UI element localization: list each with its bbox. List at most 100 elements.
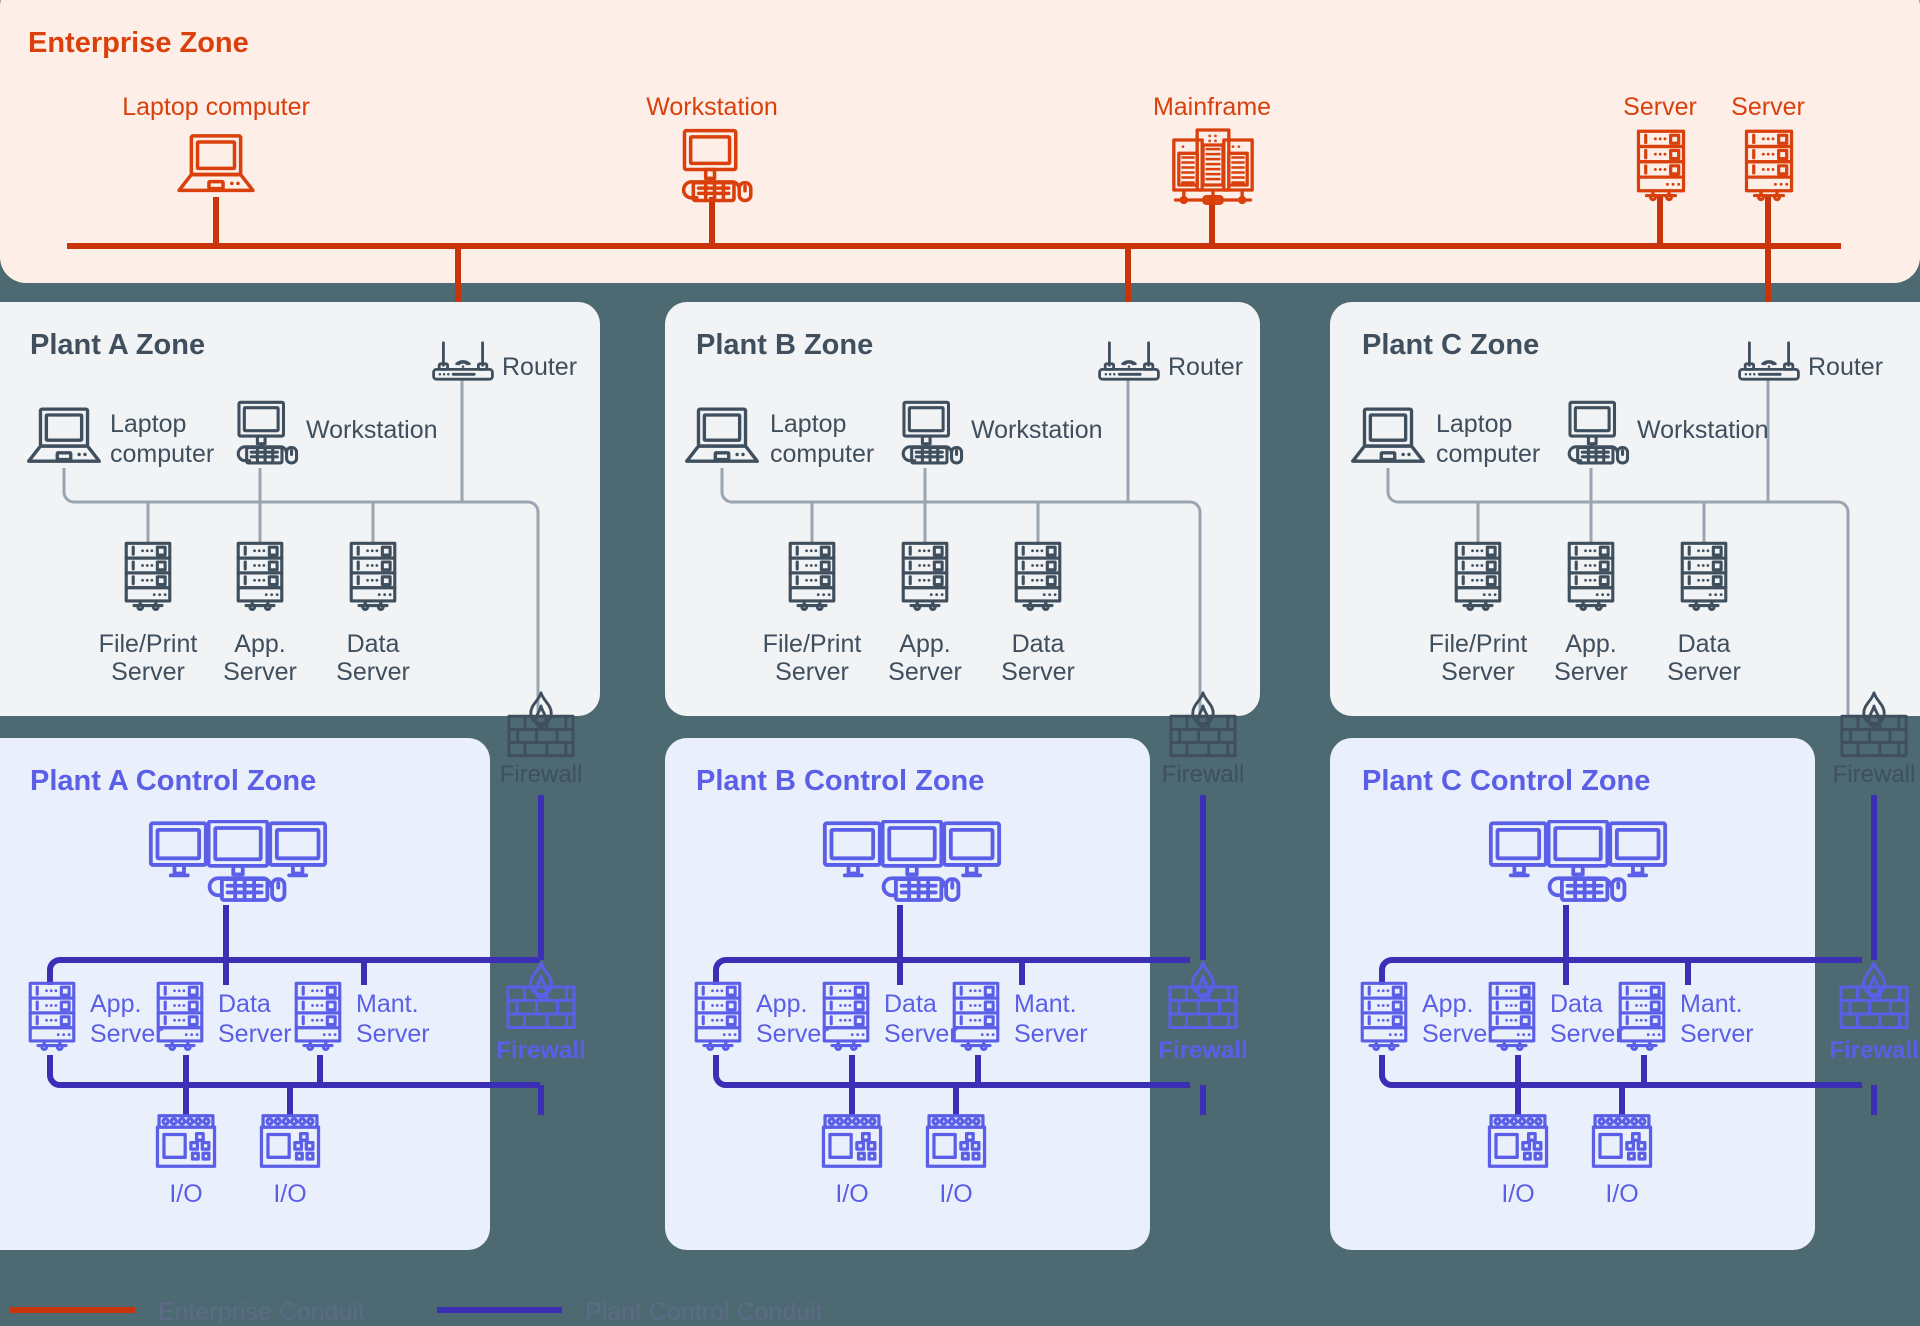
plant-c-ctrl-server3-label-1: Mant. bbox=[1680, 990, 1743, 1018]
plant-b-laptop[interactable]: Laptop computer bbox=[684, 407, 874, 468]
plant-b-ctrl-server-data[interactable]: Data Server bbox=[822, 981, 958, 1052]
plant-c-server2-label-2: Server bbox=[1554, 658, 1628, 686]
plant-a-ctrl-server2-label-1: Data bbox=[218, 990, 271, 1018]
plant-a-io1-label: I/O bbox=[169, 1180, 202, 1208]
plant-b-control-firewall[interactable]: Firewall bbox=[1158, 961, 1248, 1064]
plant-a-control-firewall[interactable]: Firewall bbox=[496, 961, 586, 1064]
enterprise-node-laptop[interactable]: Laptop computer bbox=[122, 93, 310, 193]
plant-c-ctrl-server-data[interactable]: Data Server bbox=[1488, 981, 1624, 1052]
plant-b-workstation[interactable]: Workstation bbox=[901, 400, 1103, 465]
plant-c-server2-label-1: App. bbox=[1565, 630, 1616, 658]
plant-b-server3-label-2: Server bbox=[1001, 658, 1075, 686]
plant-b-control-lower-bus bbox=[713, 1055, 1190, 1115]
legend-label-enterprise: Enterprise Conduit bbox=[158, 1298, 365, 1326]
plant-b-server1-label-1: File/Print bbox=[763, 630, 862, 658]
plant-c-router[interactable]: Router bbox=[1738, 341, 1883, 381]
plant-a-io-1[interactable]: I/O bbox=[155, 1114, 217, 1208]
plant-b-laptop-label-2: computer bbox=[770, 440, 874, 468]
plant-c-ctrl-server-app[interactable]: App. Server bbox=[1360, 981, 1496, 1052]
plant-a-ctrl-server-data[interactable]: Data Server bbox=[156, 981, 292, 1052]
plant-c-control-firewall[interactable]: Firewall bbox=[1829, 961, 1919, 1064]
plant-c-firewall[interactable]: Firewall bbox=[1833, 691, 1916, 788]
plant-a-server2-label-1: App. bbox=[234, 630, 285, 658]
plant-a-control-lower-bus bbox=[47, 1055, 540, 1115]
plant-a-firewall[interactable]: Firewall bbox=[500, 691, 583, 788]
plant-a-server3-label-2: Server bbox=[336, 658, 410, 686]
plant-c-server3-label-1: Data bbox=[1678, 630, 1731, 658]
plant-a-server-data[interactable]: Data Server bbox=[336, 541, 410, 686]
enterprise-node-server-1[interactable]: Server bbox=[1623, 93, 1697, 202]
enterprise-zone-panel: Enterprise Zone Laptop computer Workstat… bbox=[0, 0, 1920, 323]
plant-a-server-fileprint[interactable]: File/Print Server bbox=[99, 541, 198, 686]
plant-a-router[interactable]: Router bbox=[432, 341, 577, 381]
plant-c-ctrl-server2-label-1: Data bbox=[1550, 990, 1603, 1018]
control-conduit-verticals bbox=[538, 795, 1877, 1115]
plant-c-control-upper-bus bbox=[1379, 905, 1862, 985]
plant-b-control-zone-panel: Plant B Control Zone App. Server Data Se… bbox=[665, 738, 1190, 1250]
plant-c-server-data[interactable]: Data Server bbox=[1667, 541, 1741, 686]
plant-c-laptop-label-2: computer bbox=[1436, 440, 1540, 468]
plant-b-workstation-label: Workstation bbox=[971, 416, 1103, 444]
enterprise-node-mainframe[interactable]: Mainframe bbox=[1153, 93, 1271, 205]
plant-c-internal-bus bbox=[1386, 380, 1850, 716]
plant-a-laptop[interactable]: Laptop computer bbox=[26, 407, 214, 468]
plant-a-ctrl-server-mant[interactable]: Mant. Server bbox=[294, 981, 430, 1052]
plant-b-laptop-label-1: Laptop bbox=[770, 410, 846, 438]
plant-c-ctrl-server-mant[interactable]: Mant. Server bbox=[1618, 981, 1754, 1052]
plant-a-laptop-label-2: computer bbox=[110, 440, 214, 468]
plant-b-router-label: Router bbox=[1168, 353, 1243, 381]
plant-c-server-fileprint[interactable]: File/Print Server bbox=[1429, 541, 1528, 686]
plant-b-io2-label: I/O bbox=[939, 1180, 972, 1208]
plant-b-ctrl-server1-label-1: App. bbox=[756, 990, 807, 1018]
firewall-icon bbox=[506, 961, 576, 1029]
plant-a-ctrl-server-app[interactable]: App. Server bbox=[28, 981, 164, 1052]
plant-c-server-app[interactable]: App. Server bbox=[1554, 541, 1628, 686]
plant-a-control-zone-panel: Plant A Control Zone App. Server Data Se… bbox=[0, 738, 540, 1250]
plant-b-ctrl-server-mant[interactable]: Mant. Server bbox=[952, 981, 1088, 1052]
plant-b-ctrl-server3-label-1: Mant. bbox=[1014, 990, 1077, 1018]
plant-b-firewall-label: Firewall bbox=[1162, 761, 1245, 788]
plant-b-control-firewall-label: Firewall bbox=[1158, 1037, 1247, 1064]
plant-a-zone-title: Plant A Zone bbox=[30, 329, 205, 361]
plant-c-workstation-label: Workstation bbox=[1637, 416, 1769, 444]
plant-a-workstation[interactable]: Workstation bbox=[236, 400, 438, 465]
plant-b-server-fileprint[interactable]: File/Print Server bbox=[763, 541, 862, 686]
plant-b-server2-label-2: Server bbox=[888, 658, 962, 686]
plant-b-server2-label-1: App. bbox=[899, 630, 950, 658]
plant-b-router[interactable]: Router bbox=[1098, 341, 1243, 381]
plant-b-firewall[interactable]: Firewall bbox=[1162, 691, 1245, 788]
plant-c-server1-label-1: File/Print bbox=[1429, 630, 1528, 658]
enterprise-node-workstation[interactable]: Workstation bbox=[646, 93, 778, 203]
plant-a-io-2[interactable]: I/O bbox=[259, 1114, 321, 1208]
plant-c-control-lower-bus bbox=[1379, 1055, 1862, 1115]
plant-c-ctrl-server3-label-2: Server bbox=[1680, 1020, 1754, 1048]
enterprise-workstation-label: Workstation bbox=[646, 93, 778, 121]
plant-c-control-zone-panel: Plant C Control Zone App. Server Data Se… bbox=[1330, 738, 1862, 1250]
plant-c-zone-panel: Plant C Zone Router Laptop computer Work… bbox=[1330, 302, 1920, 716]
plant-c-workstation[interactable]: Workstation bbox=[1567, 400, 1769, 465]
enterprise-zone-title: Enterprise Zone bbox=[28, 27, 249, 59]
plant-c-router-label: Router bbox=[1808, 353, 1883, 381]
plant-c-laptop[interactable]: Laptop computer bbox=[1350, 407, 1540, 468]
plant-a-firewall-label: Firewall bbox=[500, 761, 583, 788]
plant-a-ctrl-server3-label-1: Mant. bbox=[356, 990, 419, 1018]
plant-c-io-1[interactable]: I/O bbox=[1487, 1114, 1549, 1208]
plant-b-io-2[interactable]: I/O bbox=[925, 1114, 987, 1208]
plant-b-server-app[interactable]: App. Server bbox=[888, 541, 962, 686]
plant-c-control-firewall-label: Firewall bbox=[1829, 1037, 1918, 1064]
enterprise-node-server-2[interactable]: Server bbox=[1731, 93, 1805, 202]
plant-b-server-data[interactable]: Data Server bbox=[1001, 541, 1075, 686]
enterprise-server1-label: Server bbox=[1623, 93, 1697, 121]
plant-c-io-2[interactable]: I/O bbox=[1591, 1114, 1653, 1208]
plant-b-io-1[interactable]: I/O bbox=[821, 1114, 883, 1208]
enterprise-mainframe-label: Mainframe bbox=[1153, 93, 1271, 121]
plant-b-server1-label-2: Server bbox=[775, 658, 849, 686]
plant-a-server2-label-2: Server bbox=[223, 658, 297, 686]
plant-a-workstation-label: Workstation bbox=[306, 416, 438, 444]
legend-label-control: Plant Control Conduit bbox=[585, 1298, 823, 1326]
plant-b-ctrl-server-app[interactable]: App. Server bbox=[694, 981, 830, 1052]
plant-a-server-app[interactable]: App. Server bbox=[223, 541, 297, 686]
firewall-icon bbox=[1839, 961, 1909, 1029]
enterprise-conduit-bus bbox=[67, 197, 1841, 323]
